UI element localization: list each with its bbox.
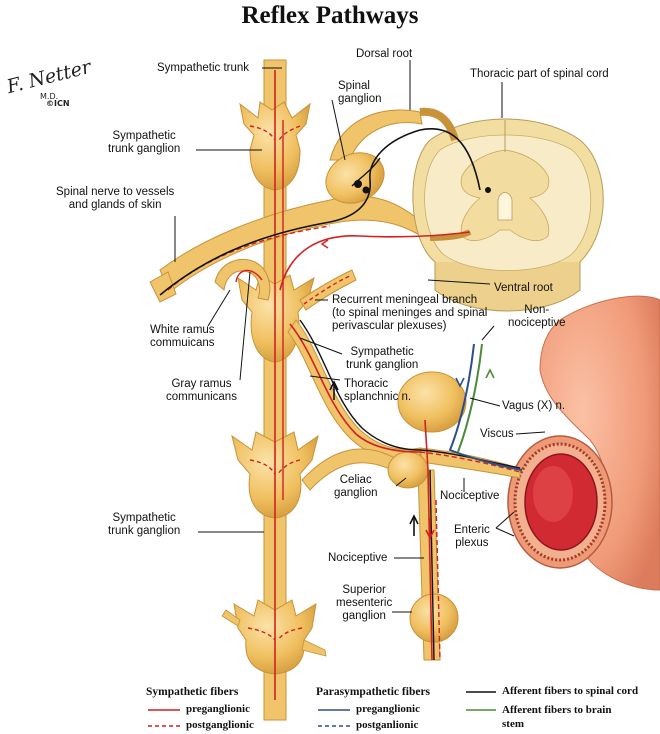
legend-para-post: postganlionic	[356, 719, 419, 731]
legend-sym-pre: preganglionic	[186, 703, 250, 715]
nerve-fibers	[159, 70, 523, 700]
legend-swatches	[148, 691, 496, 727]
label-nociceptive-right: Nociceptive	[440, 490, 500, 502]
label-ventral-root: Ventral root	[494, 282, 553, 294]
legend-para-pre: preganglionic	[356, 703, 420, 715]
legend-sympathetic-heading: Sympathetic fibers	[146, 686, 239, 698]
label-dorsal-root: Dorsal root	[356, 48, 413, 60]
signature-suffix: M.D.	[40, 92, 59, 101]
page-title: Reflex Pathways	[241, 2, 419, 29]
label-vagus: Vagus (X) n.	[502, 400, 566, 412]
label-non-nociceptive: Non-nociceptive	[508, 304, 566, 329]
label-nociceptive-left: Nociceptive	[328, 552, 388, 564]
spinal-cord-section	[412, 107, 604, 312]
legend-parasympathetic-heading: Parasympathetic fibers	[316, 686, 431, 698]
label-thoracic-cord: Thoracic part of spinal cord	[470, 68, 609, 80]
copyright-mark: ©ICN	[46, 99, 70, 108]
legend-sym-post: postganglionic	[186, 719, 254, 731]
spinal-ganglion	[325, 109, 423, 204]
viscus-intestine	[507, 295, 660, 591]
label-sympathetic-trunk: Sympathetic trunk	[157, 62, 250, 74]
label-viscus: Viscus	[480, 428, 514, 440]
legend-afferent-spinal: Afferent fibers to spinal cord	[502, 685, 639, 697]
celiac-mesenteric	[387, 371, 467, 643]
leader-lines	[174, 60, 546, 613]
label-recurrent-meningeal: Recurrent meningeal branch(to spinal men…	[332, 294, 488, 332]
